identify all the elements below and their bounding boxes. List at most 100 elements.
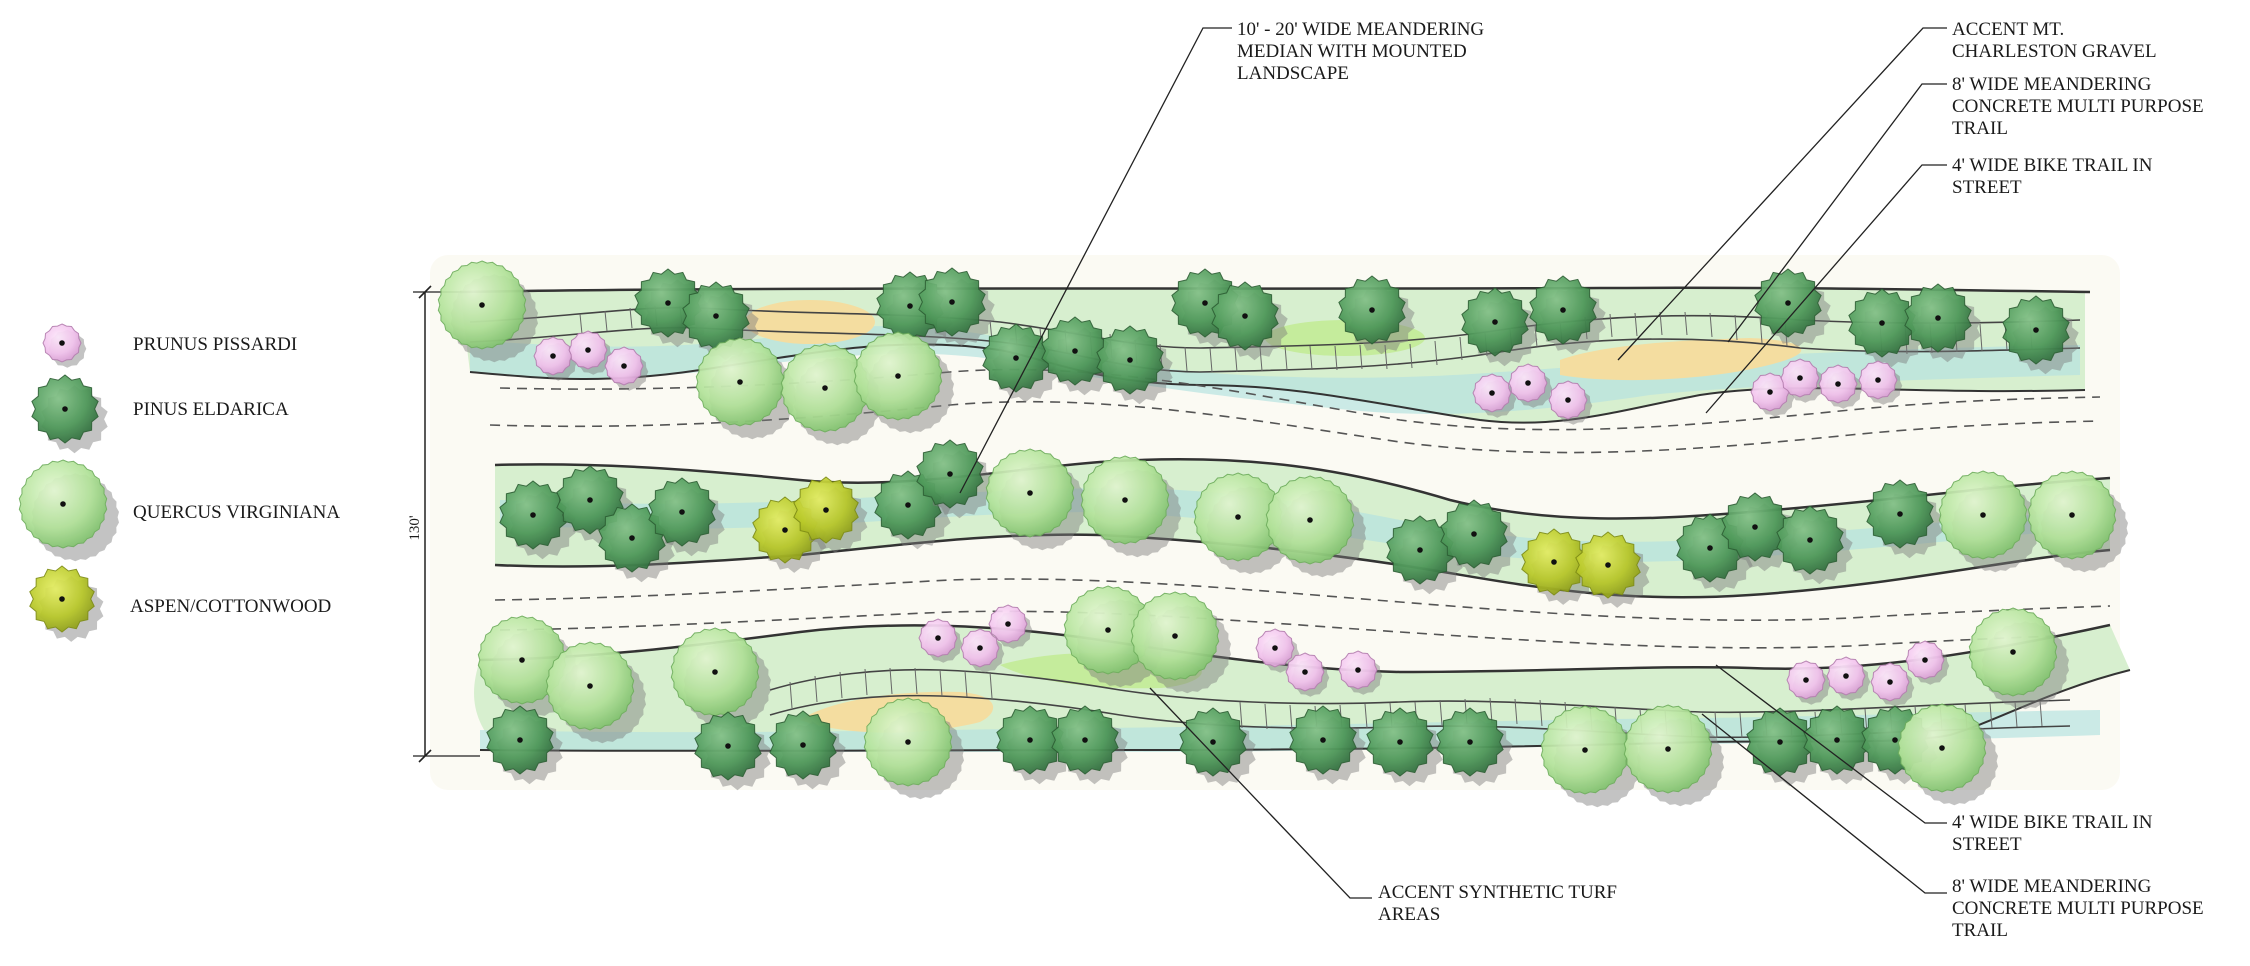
legend-pine-symbol bbox=[31, 374, 108, 454]
lane-markings bbox=[489, 368, 2111, 649]
leader-median bbox=[959, 27, 1232, 494]
callout-leaders bbox=[959, 27, 1947, 899]
tree-oak-39 bbox=[1080, 455, 1181, 558]
legend-aspen-icon-trunk bbox=[59, 596, 65, 602]
tree-pine-5-trunk bbox=[1202, 300, 1208, 306]
tree-oak-71-trunk bbox=[905, 739, 911, 745]
tree-prunus-64 bbox=[1826, 656, 1871, 701]
tree-oak-78 bbox=[1540, 705, 1641, 808]
tree-oak-40-trunk bbox=[1235, 514, 1241, 520]
tree-pine-74-trunk bbox=[1210, 739, 1216, 745]
tree-prunus-60-trunk bbox=[1272, 645, 1278, 651]
tree-oak-50 bbox=[1938, 470, 2039, 573]
tree-pine-43-trunk bbox=[1471, 531, 1477, 537]
tree-prunus-66-trunk bbox=[1922, 657, 1928, 663]
tree-oak-51 bbox=[2027, 470, 2128, 573]
tree-oak-0 bbox=[437, 260, 538, 363]
tree-prunus-55 bbox=[918, 618, 963, 663]
tree-pine-81-trunk bbox=[1834, 737, 1840, 743]
tree-oak-38-trunk bbox=[1027, 490, 1033, 496]
callout-bike-top: 4' WIDE BIKE TRAIL IN STREET bbox=[1952, 155, 2153, 198]
tree-prunus-15 bbox=[568, 330, 613, 375]
tree-pine-69 bbox=[694, 711, 771, 791]
tree-pine-21-trunk bbox=[1072, 348, 1078, 354]
tree-prunus-27 bbox=[1780, 358, 1825, 403]
leader-turf bbox=[1149, 687, 1372, 899]
tree-prunus-16 bbox=[604, 346, 649, 391]
top-gravel-area bbox=[1560, 338, 1802, 381]
tree-prunus-63-trunk bbox=[1803, 677, 1809, 683]
tree-prunus-29-trunk bbox=[1875, 377, 1881, 383]
tree-pine-30-trunk bbox=[530, 512, 536, 518]
legend-prunus-icon-trunk bbox=[59, 340, 65, 346]
tree-oak-54 bbox=[670, 627, 771, 730]
callout-median-line-3: LANDSCAPE bbox=[1237, 63, 1349, 84]
legend-aspen-icon bbox=[29, 565, 104, 642]
tree-pine-37 bbox=[916, 439, 993, 519]
top-turf-1 bbox=[745, 300, 875, 344]
tree-pine-6 bbox=[1211, 281, 1288, 361]
tree-oak-78-trunk bbox=[1582, 747, 1588, 753]
plant-legend: PRUNUS PISSARDI PINUS ELDARICA QUERCUS V… bbox=[18, 323, 340, 642]
tree-pine-8-trunk bbox=[1492, 319, 1498, 325]
callout-trail-top: 8' WIDE MEANDERING CONCRETE MULTI PURPOS… bbox=[1952, 74, 2204, 139]
tree-oak-79-trunk bbox=[1665, 746, 1671, 752]
callout-bike-bottom-line-2: STREET bbox=[1952, 834, 2022, 855]
tree-pine-4-trunk bbox=[949, 299, 955, 305]
tree-prunus-23 bbox=[1472, 373, 1517, 418]
tree-oak-19 bbox=[853, 331, 954, 434]
tree-prunus-61-trunk bbox=[1302, 669, 1308, 675]
tree-aspen-45-trunk bbox=[1605, 562, 1611, 568]
tree-oak-67-trunk bbox=[2010, 649, 2016, 655]
tree-pine-9 bbox=[1529, 275, 1606, 355]
legend-prunus-label: PRUNUS PISSARDI bbox=[133, 334, 297, 355]
tree-oak-83 bbox=[1897, 703, 1998, 806]
tree-oak-41 bbox=[1265, 475, 1366, 578]
tree-pine-77-trunk bbox=[1467, 739, 1473, 745]
tree-pine-72-trunk bbox=[1027, 737, 1033, 743]
tree-oak-38 bbox=[985, 448, 1086, 551]
tree-pine-70-trunk bbox=[800, 742, 806, 748]
callout-turf: ACCENT SYNTHETIC TURF AREAS bbox=[1378, 882, 1617, 925]
tree-oak-71 bbox=[863, 697, 964, 800]
tree-pine-1-trunk bbox=[665, 300, 671, 306]
callout-median-line-1: 10' - 20' WIDE MEANDERING bbox=[1237, 19, 1484, 40]
callout-trail-bottom-line-2: CONCRETE MULTI PURPOSE bbox=[1952, 898, 2204, 919]
tree-pine-2-trunk bbox=[713, 313, 719, 319]
dimension-130: 130' bbox=[407, 285, 480, 763]
tree-pine-82-trunk bbox=[1892, 737, 1898, 743]
tree-pine-22 bbox=[1096, 325, 1173, 405]
tree-pine-12 bbox=[1904, 283, 1981, 363]
callout-bike-bottom: 4' WIDE BIKE TRAIL IN STREET bbox=[1952, 812, 2153, 855]
tree-pine-70 bbox=[769, 710, 846, 790]
tree-pine-6-trunk bbox=[1242, 313, 1248, 319]
tree-prunus-29 bbox=[1858, 360, 1903, 405]
tree-prunus-14 bbox=[533, 336, 578, 381]
legend-prunus-icon bbox=[42, 323, 87, 368]
tree-pine-13-trunk bbox=[2033, 327, 2039, 333]
tree-aspen-44-trunk bbox=[1551, 559, 1557, 565]
tree-pine-12-trunk bbox=[1935, 315, 1941, 321]
tree-prunus-61 bbox=[1285, 652, 1330, 697]
tree-prunus-28 bbox=[1818, 364, 1863, 409]
callout-trail-top-line-2: CONCRETE MULTI PURPOSE bbox=[1952, 96, 2204, 117]
tree-pine-20-trunk bbox=[1013, 355, 1019, 361]
tree-pine-37-trunk bbox=[947, 471, 953, 477]
tree-oak-40 bbox=[1193, 472, 1294, 575]
callout-trail-top-line-3: TRAIL bbox=[1952, 118, 2008, 139]
legend-oak: QUERCUS VIRGINIANA bbox=[18, 459, 340, 562]
tree-prunus-24 bbox=[1508, 363, 1553, 408]
tree-prunus-24-trunk bbox=[1525, 380, 1531, 386]
tree-oak-83-trunk bbox=[1939, 745, 1945, 751]
tree-pine-8 bbox=[1461, 287, 1538, 367]
tree-pine-42-trunk bbox=[1417, 547, 1423, 553]
tree-oak-18-trunk bbox=[822, 385, 828, 391]
tree-oak-39-trunk bbox=[1122, 497, 1128, 503]
tree-pine-73 bbox=[1051, 705, 1128, 785]
tree-prunus-14-trunk bbox=[550, 353, 556, 359]
tree-oak-41-trunk bbox=[1307, 517, 1313, 523]
tree-aspen-35-trunk bbox=[823, 507, 829, 513]
tree-pine-7 bbox=[1338, 275, 1415, 355]
callout-gravel: ACCENT MT. CHARLESTON GRAVEL bbox=[1952, 19, 2157, 62]
top-curb bbox=[459, 286, 2091, 294]
